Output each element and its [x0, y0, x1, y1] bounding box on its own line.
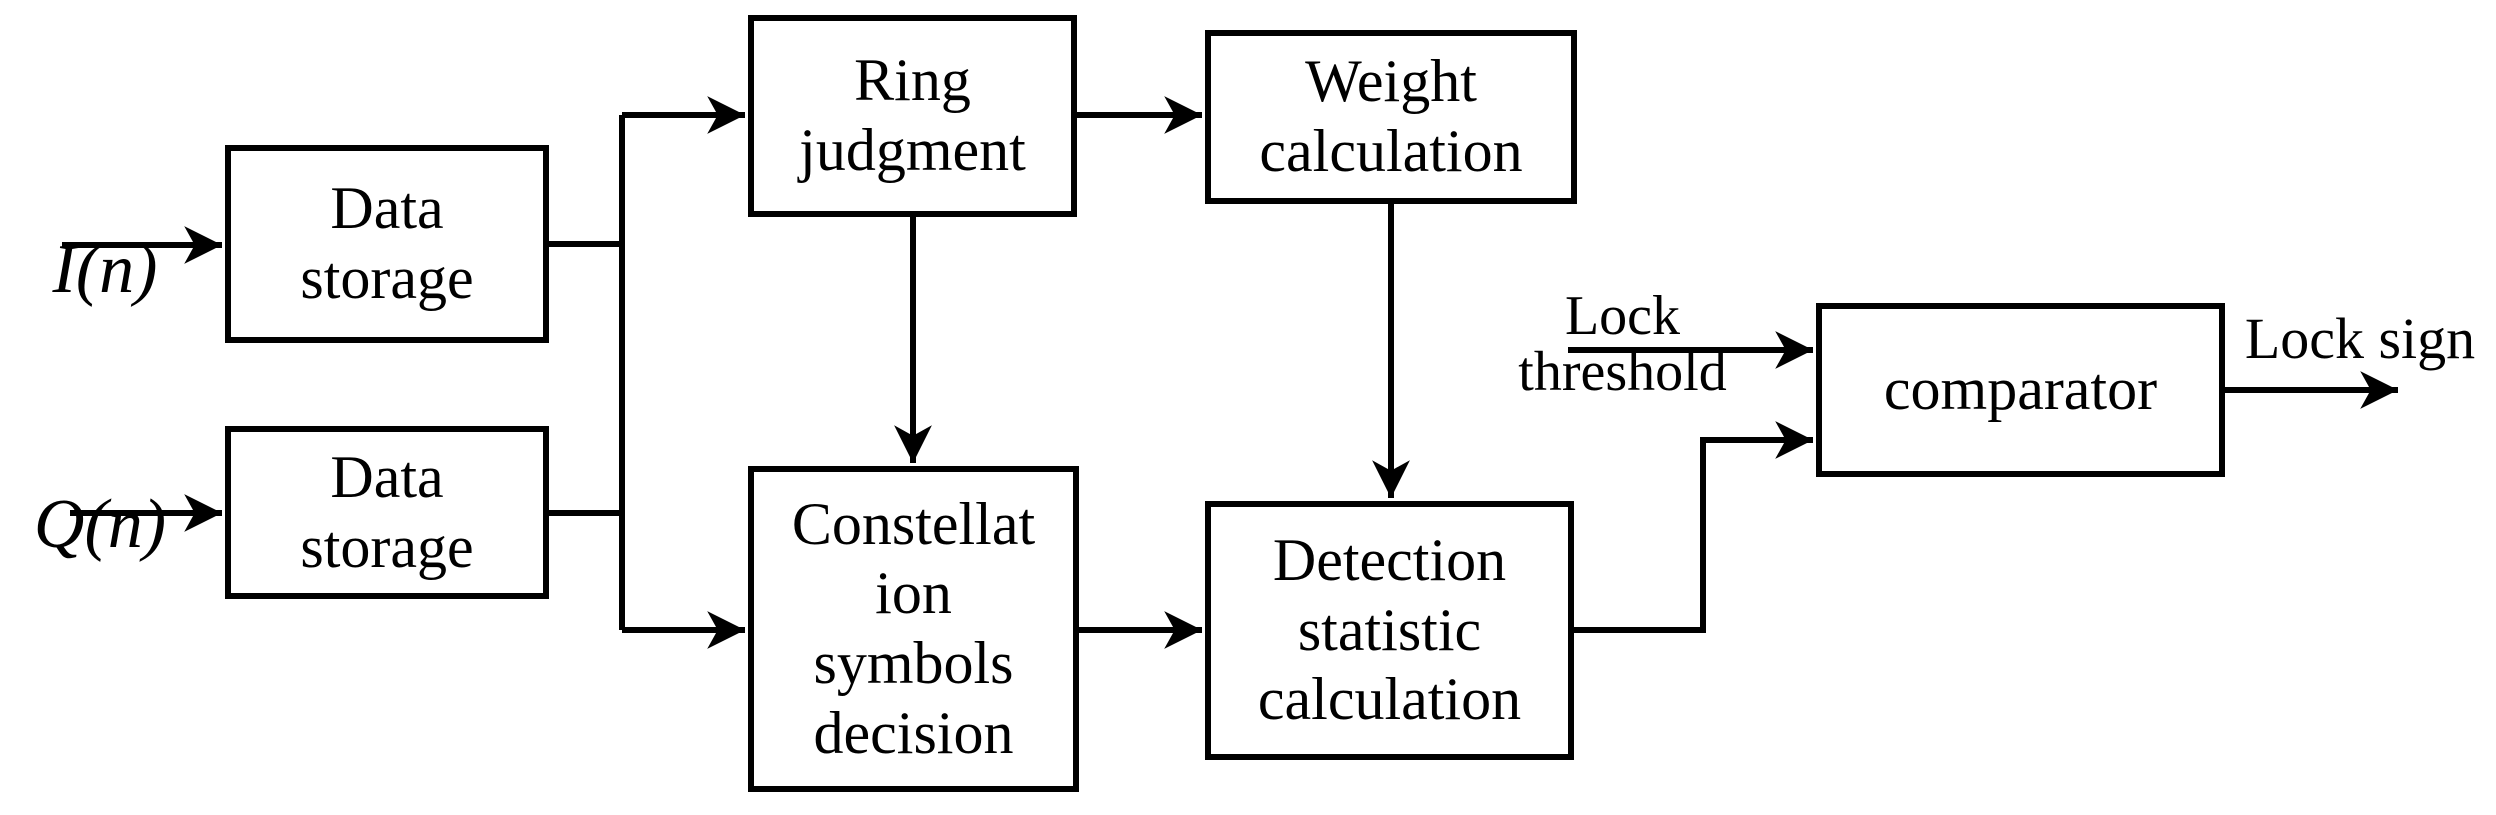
box-ring-judgment: Ring judgment [748, 15, 1077, 217]
box-weight-calculation-label: Weight calculation [1259, 48, 1523, 184]
box-detection-statistic-calculation: Detection statistic calculation [1205, 501, 1574, 760]
box-comparator-label: comparator [1883, 356, 2158, 423]
lock-threshold-label-text: Lock threshold [1518, 285, 1727, 403]
box-comparator: comparator [1816, 303, 2225, 477]
connector-detection-to-comparator [1574, 421, 1813, 633]
input-q-label: Q(n) [15, 420, 185, 560]
box-data-storage-2-label: Data storage [300, 443, 474, 580]
lock-threshold-label: Lock threshold [1495, 232, 1750, 400]
lock-sign-label: Lock sign [2240, 310, 2480, 368]
box-constellation-symbols-decision-label: Constellat ion symbols decision [791, 490, 1036, 766]
box-data-storage-2: Data storage [225, 426, 549, 599]
box-weight-calculation: Weight calculation [1205, 30, 1577, 204]
lock-sign-label-text: Lock sign [2244, 306, 2476, 371]
box-detection-statistic-calculation-label: Detection statistic calculation [1257, 527, 1522, 733]
input-i-label-text: I(n) [52, 231, 158, 308]
input-q-label-text: Q(n) [33, 486, 167, 563]
input-i-label: I(n) [25, 165, 185, 305]
box-constellation-symbols-decision: Constellat ion symbols decision [748, 466, 1079, 792]
box-ring-judgment-label: Ring judgment [799, 47, 1026, 183]
box-data-storage-1-label: Data storage [300, 175, 474, 311]
box-data-storage-1: Data storage [225, 145, 549, 343]
